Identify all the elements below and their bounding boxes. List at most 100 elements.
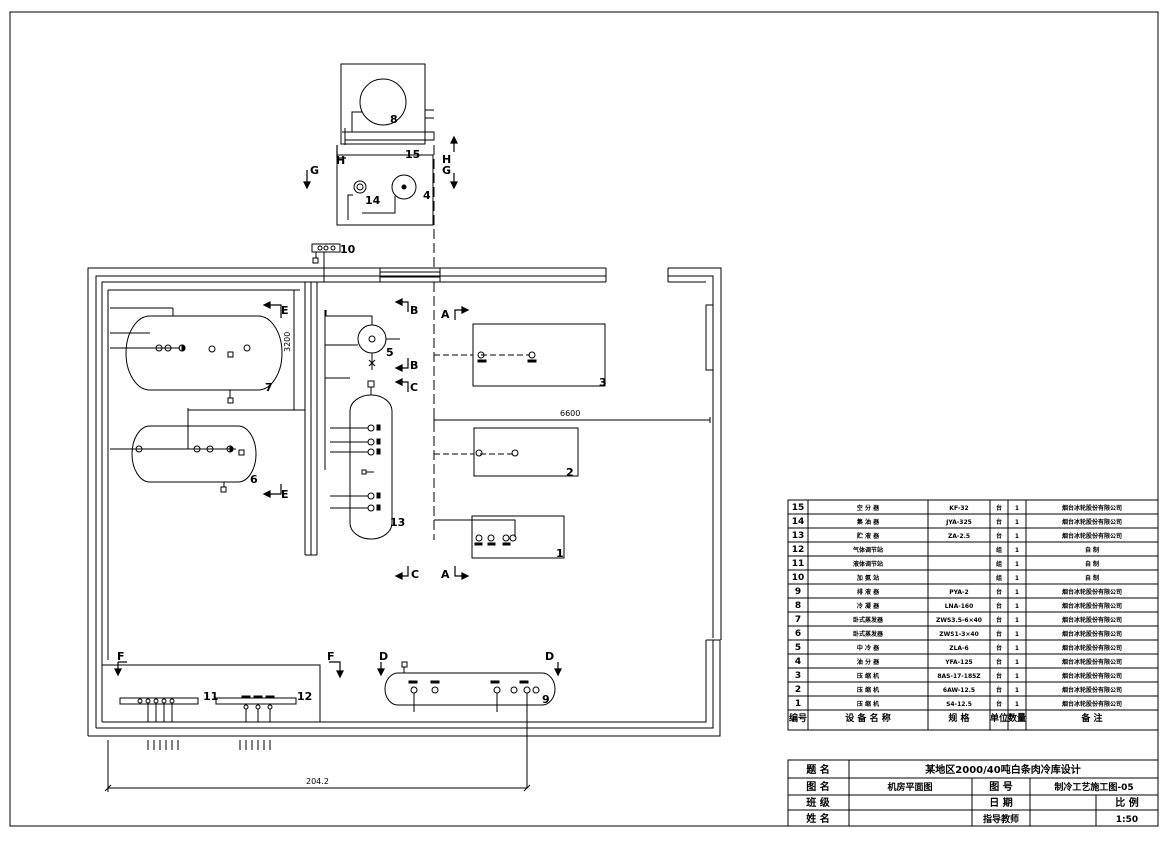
section-mark-c-bottom: C	[411, 568, 419, 581]
bom-cell-qty: 1	[1015, 673, 1019, 680]
tag-13: 13	[390, 516, 405, 529]
class-label: 班 级	[806, 796, 830, 809]
bom-cell-note: 自 制	[1085, 546, 1099, 554]
bom-cell-note: 烟台冰轮股份有限公司	[1062, 602, 1122, 610]
bom-cell-note: 烟台冰轮股份有限公司	[1062, 518, 1122, 526]
dimension-bottom: 204.2	[306, 777, 329, 786]
bom-cell-no: 15	[792, 503, 805, 513]
bom-cell-spec: ZLA-6	[949, 645, 968, 652]
bom-cell-unit: 组	[996, 560, 1002, 568]
drawing-name-label: 图 名	[806, 780, 829, 793]
bom-cell-no: 14	[792, 517, 805, 527]
bom-cell-note: 烟台冰轮股份有限公司	[1062, 672, 1122, 680]
compressor-1	[434, 515, 565, 559]
bom-cell-note: 自 制	[1085, 560, 1099, 568]
bom-cell-qty: 1	[1015, 617, 1019, 624]
bom-cell-spec: KF-32	[949, 505, 968, 512]
liquid-receiver-13	[324, 377, 393, 540]
tag-11: 11	[203, 690, 218, 703]
section-mark-g-left: G	[310, 164, 319, 177]
bom-cell-spec: ZA-2.5	[948, 533, 970, 540]
condenser-annex	[336, 63, 435, 268]
dimension-height: 3200	[283, 332, 292, 352]
bom-cell-no: 5	[795, 643, 801, 653]
drawing-name: 机房平面图	[887, 781, 932, 793]
tag-8: 8	[390, 113, 398, 126]
bom-cell-spec: 6AW-12.5	[943, 687, 975, 694]
section-mark-a-bottom: A	[441, 568, 450, 581]
section-mark-d-right: D	[545, 650, 554, 663]
bom-cell-name: 压 缩 机	[857, 672, 879, 680]
bom-cell-spec: ZWS3.5-6×40	[936, 617, 982, 624]
title-topic: 某地区2000/40吨白条肉冷库设计	[925, 763, 1080, 776]
section-mark-symbols	[114, 135, 562, 679]
bom-cell-qty: 1	[1015, 687, 1019, 694]
bom-cell-qty: 1	[1015, 547, 1019, 554]
bom-cell-unit: 台	[996, 616, 1002, 624]
bom-cell-name: 压 缩 机	[857, 686, 879, 694]
gas-regulating-station-12	[215, 695, 297, 750]
sheet-border	[9, 11, 1159, 827]
bom-cell-unit: 台	[996, 672, 1002, 680]
section-mark-b-top: B	[410, 304, 418, 317]
oil-drainer-9	[384, 661, 556, 788]
bom-cell-qty: 1	[1015, 561, 1019, 568]
date-label: 日 期	[989, 796, 1012, 809]
bom-cell-unit: 组	[996, 546, 1002, 554]
bom-cell-name: 排 液 器	[857, 588, 880, 596]
section-mark-f-right: F	[327, 650, 335, 663]
evaporator-7	[110, 307, 283, 404]
bom-cell-spec: S4-12.5	[946, 701, 972, 708]
tag-1: 1	[556, 547, 564, 560]
section-mark-c-top: C	[410, 381, 418, 394]
advisor-label: 指导教师	[983, 813, 1019, 825]
evaporator-6	[110, 408, 305, 493]
section-mark-b-bottom: B	[410, 359, 418, 372]
bom-cell-name: 卧式蒸发器	[853, 616, 884, 624]
bom-cell-qty: 1	[1015, 519, 1019, 526]
bom-cell-qty: 1	[1015, 603, 1019, 610]
tag-5: 5	[386, 346, 394, 359]
drawing-no-label: 图 号	[989, 781, 1012, 793]
compressor-2	[434, 427, 579, 477]
title-topic-label: 题 名	[806, 763, 829, 776]
bom-cell-no: 13	[792, 531, 805, 541]
bom-cell-name: 冷 凝 器	[857, 602, 880, 610]
compressor-3	[434, 323, 606, 387]
section-mark-a-top: A	[441, 308, 450, 321]
bom-cell-note: 烟台冰轮股份有限公司	[1062, 686, 1122, 694]
scale-value: 1:50	[1116, 815, 1138, 825]
bom-cell-unit: 台	[996, 658, 1002, 666]
bom-cell-name: 液体调节站	[853, 560, 883, 568]
bom-cell-spec: 8AS-17-185Z	[937, 673, 981, 680]
bom-cell-spec: LNA-160	[945, 603, 974, 610]
bom-cell-no: 7	[795, 615, 801, 625]
bom-header-unit: 单位	[990, 712, 1008, 724]
section-mark-g-right: G	[442, 164, 451, 177]
bom-cell-no: 12	[792, 545, 805, 555]
section-mark-e-top: E	[281, 304, 289, 317]
bom-cell-unit: 台	[996, 630, 1002, 638]
student-name-label: 姓 名	[805, 812, 829, 825]
bom-cell-spec: PYA-2	[949, 589, 968, 596]
bom-cell-name: 压 缩 机	[857, 700, 879, 708]
tag-14: 14	[365, 194, 381, 207]
tag-10: 10	[340, 243, 356, 256]
bom-cell-no: 8	[795, 601, 801, 611]
bom-cell-name: 加 氨 站	[856, 574, 879, 582]
bom-cell-note: 烟台冰轮股份有限公司	[1062, 616, 1122, 624]
bom-cell-no: 11	[792, 559, 805, 569]
bom-cell-note: 烟台冰轮股份有限公司	[1062, 630, 1122, 638]
bom-cell-name: 油 分 器	[857, 658, 880, 666]
bom-cell-no: 3	[795, 671, 801, 681]
bom-cell-unit: 台	[996, 588, 1002, 596]
bom-cell-unit: 台	[996, 644, 1002, 652]
section-mark-h-right: H	[442, 153, 451, 166]
tag-2: 2	[566, 466, 574, 479]
bom-header-qty: 数量	[1008, 712, 1026, 724]
liquid-regulating-station-11	[119, 697, 199, 750]
tag-4: 4	[423, 189, 431, 202]
bom-cell-note: 自 制	[1085, 574, 1099, 582]
bom-cell-qty: 1	[1015, 589, 1019, 596]
